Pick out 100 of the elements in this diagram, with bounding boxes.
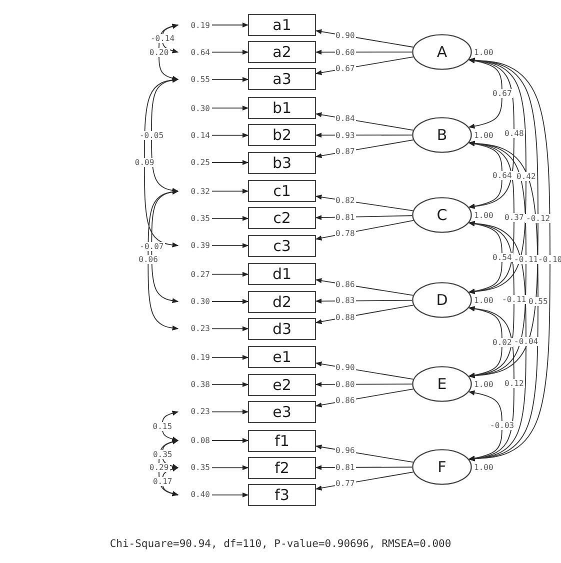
indicator-box: b2 [248, 124, 316, 146]
path-arrow [212, 22, 249, 28]
edge-label: 0.84 [334, 114, 356, 124]
path-arrow [212, 409, 249, 414]
path-arrow [212, 216, 249, 221]
edge-label: 0.93 [334, 130, 356, 140]
edge-label: 0.55 [528, 296, 549, 306]
path-arrow [212, 438, 249, 444]
indicator-box: e3 [248, 400, 316, 423]
edge-label: -0.12 [525, 214, 552, 222]
covariance-arrow [158, 24, 179, 81]
edge-label: 0.48 [504, 129, 525, 138]
edge-label: 0.60 [334, 48, 356, 57]
edge-label: 0.12 [504, 379, 525, 388]
edge-label: -0.07 [138, 242, 165, 251]
edge-label: 0.20 [148, 48, 170, 57]
covariance-arrow [468, 58, 538, 378]
indicator-box: b3 [248, 152, 316, 174]
error-variance: 0.35 [180, 213, 210, 224]
covariance-arrow [468, 58, 550, 462]
indicator-box: b1 [248, 97, 316, 120]
edge-label: 0.82 [334, 196, 356, 206]
path-arrow [212, 326, 249, 332]
edge-label: 0.67 [492, 89, 513, 98]
fit-statistics-caption: Chi-Square=90.94, df=110, P-value=0.90696, RMSEA=0.000 [110, 538, 452, 550]
factor-ellipse: E [412, 366, 472, 402]
error-variance: 0.35 [180, 462, 210, 473]
indicator-box: f2 [248, 456, 316, 479]
edge-label: 0.81 [334, 462, 356, 472]
path-arrow [212, 382, 249, 388]
covariance-arrow [162, 466, 179, 496]
path-arrow [315, 220, 414, 240]
edge-label: -0.05 [138, 130, 165, 140]
covariance-arrow [151, 78, 179, 193]
edge-label: 0.17 [152, 476, 174, 486]
factor-variance: 1.00 [473, 48, 494, 57]
indicator-box: d1 [248, 263, 316, 286]
covariance-arrow [468, 58, 502, 129]
edge-label: 0.90 [334, 363, 356, 372]
path-arrow [212, 298, 249, 304]
indicator-box: a2 [248, 41, 316, 64]
indicator-box: e1 [248, 346, 316, 368]
edge-label: 0.37 [504, 213, 525, 222]
path-arrow [315, 388, 414, 408]
edge-label: 0.78 [334, 229, 356, 238]
covariance-arrow [468, 58, 526, 294]
edge-label: 0.35 [152, 450, 174, 459]
error-variance: 0.38 [180, 380, 210, 390]
covariance-arrow [468, 306, 514, 461]
covariance-arrow [162, 410, 179, 442]
factor-ellipse: F [412, 449, 472, 485]
edge-label: 0.15 [152, 422, 174, 431]
error-variance: 0.39 [180, 240, 210, 251]
error-variance: 0.19 [180, 20, 210, 30]
path-arrow [212, 272, 249, 277]
error-variance: 0.32 [180, 186, 210, 196]
edge-label: -0.11 [513, 255, 540, 264]
path-arrow [315, 194, 414, 212]
edge-label: 0.86 [334, 396, 356, 406]
factor-ellipse: D [412, 282, 472, 318]
path-arrow [212, 465, 249, 470]
path-arrow [212, 160, 249, 166]
path-arrow [212, 76, 249, 82]
error-variance: 0.27 [180, 269, 210, 280]
edge-label: -0.04 [513, 336, 540, 346]
factor-variance: 1.00 [473, 296, 494, 305]
error-variance: 0.19 [180, 352, 210, 362]
factor-variance: 1.00 [473, 211, 494, 220]
edge-label: 0.83 [334, 296, 356, 306]
edge-label: 0.29 [148, 463, 170, 472]
edge-label: 0.06 [138, 255, 159, 264]
indicator-box: c1 [248, 180, 316, 202]
indicator-box: e2 [248, 374, 316, 396]
path-arrow [315, 278, 414, 296]
covariance-arrow [144, 78, 179, 248]
edge-label: 0.42 [516, 172, 537, 180]
error-variance: 0.40 [180, 490, 210, 500]
factor-ellipse: C [412, 197, 472, 233]
covariance-arrow [468, 58, 514, 209]
covariance-arrow [468, 220, 526, 462]
edge-label: 0.86 [334, 280, 356, 289]
error-variance: 0.30 [180, 296, 210, 306]
covariance-arrow [468, 390, 502, 461]
path-arrow [212, 492, 249, 498]
indicator-box: f1 [248, 430, 316, 452]
edge-label: 0.81 [334, 212, 356, 222]
error-variance: 0.08 [180, 436, 210, 446]
path-arrow [315, 140, 414, 158]
indicator-box: f3 [248, 484, 316, 506]
edge-label: 0.96 [334, 446, 356, 456]
indicator-box: a3 [248, 68, 316, 90]
error-variance: 0.55 [180, 74, 210, 84]
path-arrow [212, 50, 249, 55]
edge-label: -0.14 [149, 34, 176, 44]
covariance-arrow [151, 190, 179, 304]
error-variance: 0.23 [180, 324, 210, 334]
indicator-box: c2 [248, 207, 316, 230]
error-variance: 0.14 [180, 130, 210, 140]
error-variance: 0.23 [180, 406, 210, 417]
error-variance: 0.30 [180, 103, 210, 114]
